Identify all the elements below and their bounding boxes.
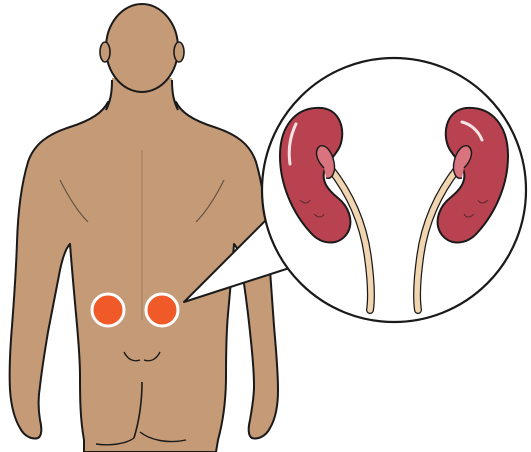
right-ear bbox=[174, 42, 184, 62]
pain-marker-right bbox=[146, 294, 178, 326]
human-back-figure bbox=[10, 4, 278, 452]
head bbox=[106, 4, 178, 92]
pain-marker-left bbox=[92, 294, 124, 326]
left-ear bbox=[100, 42, 110, 62]
